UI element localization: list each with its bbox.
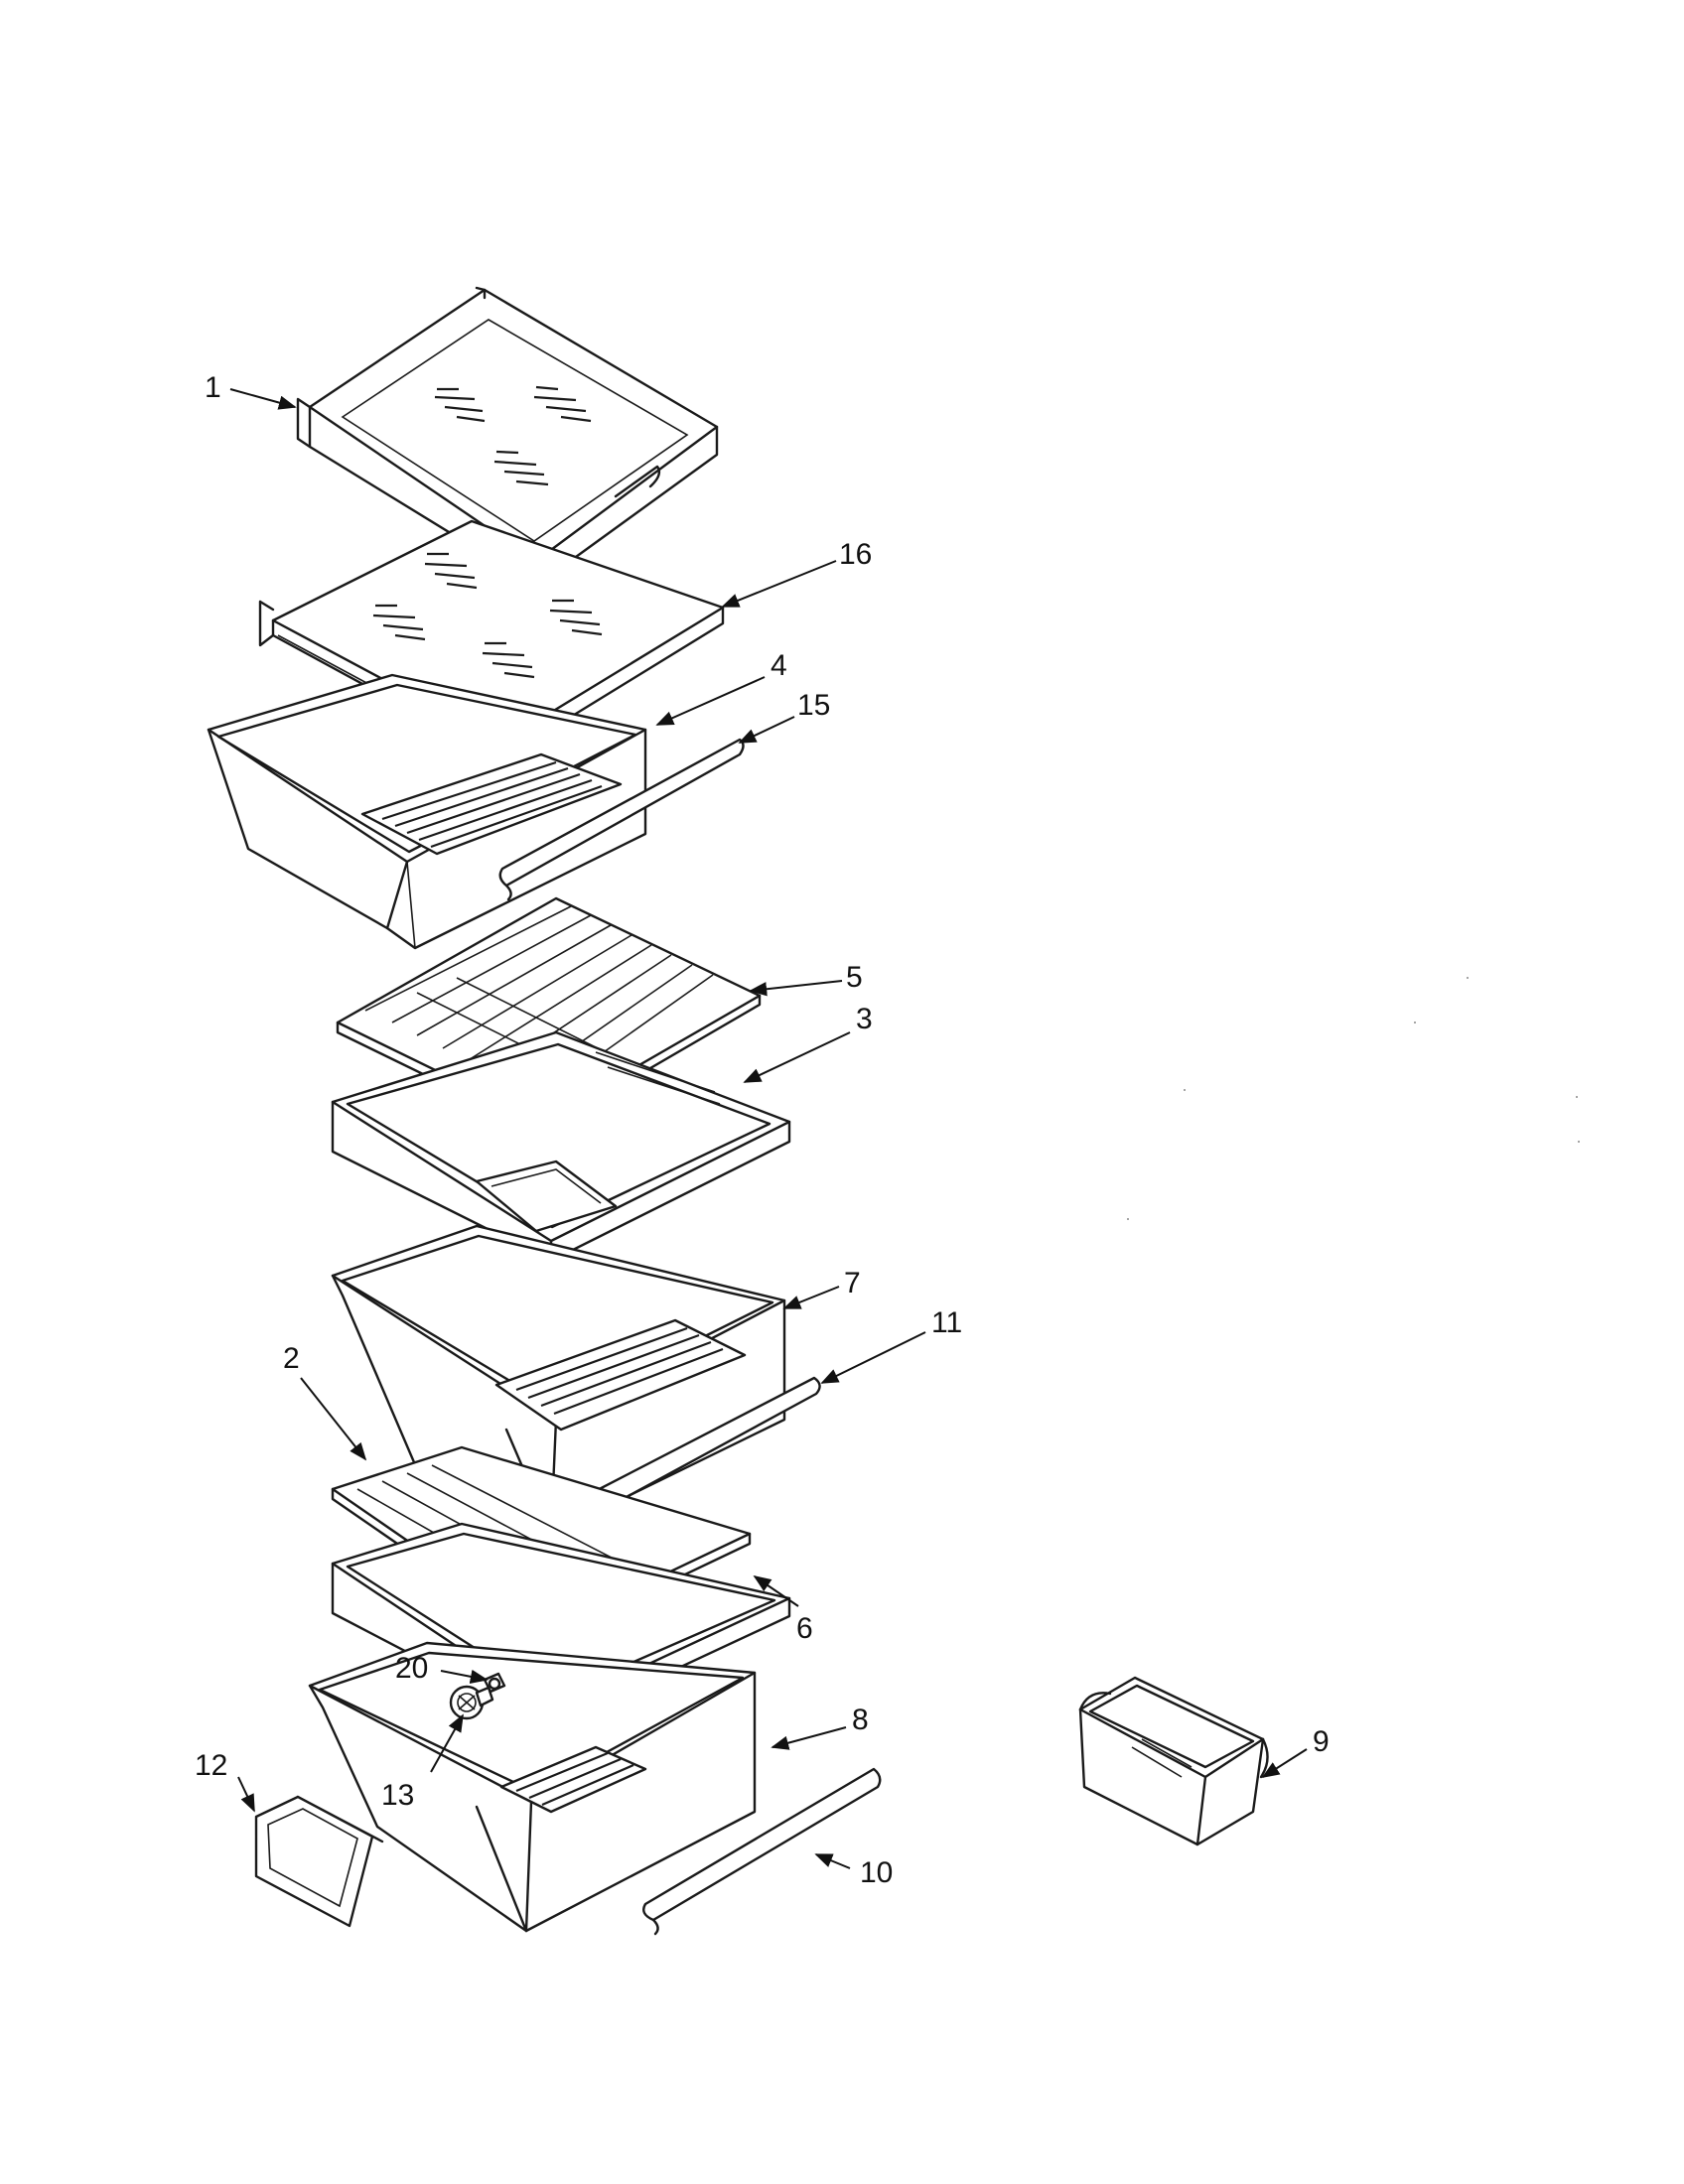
callout-10: 10 — [860, 1856, 893, 1889]
part-1-glass-shelf — [296, 286, 719, 588]
callout-15: 15 — [797, 689, 830, 722]
callout-6: 6 — [796, 1612, 813, 1645]
part-4-crisper-drawer — [207, 673, 647, 950]
callout-12: 12 — [195, 1749, 227, 1782]
part-7-crisper-drawer — [331, 1224, 786, 1536]
part-13-knob — [449, 1685, 494, 1720]
part-12-label-frame — [254, 1795, 384, 1928]
callout-9: 9 — [1313, 1725, 1330, 1758]
callout-16: 16 — [839, 538, 872, 571]
callout-8: 8 — [852, 1704, 869, 1736]
scan-specks — [1127, 977, 1580, 1220]
callout-20: 20 — [395, 1652, 428, 1685]
leader-lines — [229, 388, 1308, 1869]
callout-13: 13 — [381, 1779, 414, 1812]
callout-labels: 1 16 4 15 5 3 7 11 2 6 20 8 12 13 9 10 — [195, 371, 1330, 1889]
callout-5: 5 — [846, 961, 863, 994]
callout-3: 3 — [856, 1003, 873, 1035]
part-10-drawer-trim — [642, 1767, 882, 1936]
callout-4: 4 — [771, 649, 787, 682]
part-8-bottom-drawer — [308, 1641, 757, 1933]
callout-11: 11 — [931, 1306, 962, 1339]
part-3-shelf-frame — [331, 1030, 791, 1263]
part-9-door-bin — [1078, 1676, 1269, 1846]
callout-2: 2 — [283, 1342, 300, 1375]
callout-1: 1 — [205, 371, 221, 404]
callout-7: 7 — [844, 1267, 861, 1299]
